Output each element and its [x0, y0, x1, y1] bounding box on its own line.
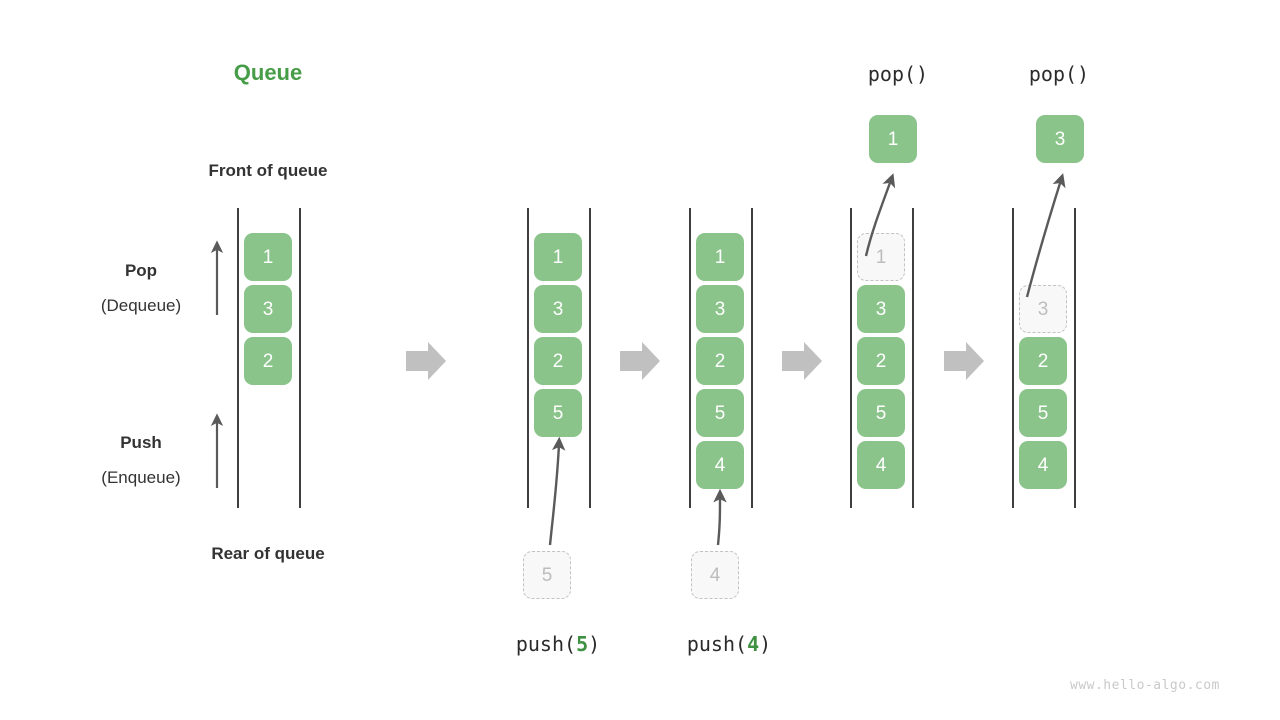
queue-cell: 2 [1019, 337, 1067, 385]
queue-cell: 4 [1019, 441, 1067, 489]
pop-operation-first: pop() [867, 62, 929, 86]
pop-operation-second: pop() [1028, 62, 1090, 86]
step-arrow-2 [620, 342, 660, 380]
queue-rail-left-col2 [527, 208, 529, 508]
queue-cell: 1 [244, 233, 292, 281]
push-5-operation-arg: 5 [576, 632, 589, 656]
queue-rail-left-col3 [689, 208, 691, 508]
push-4-arrow [713, 488, 727, 546]
queue-cell: 2 [534, 337, 582, 385]
push-4-operation: push(4) [687, 632, 771, 656]
diagram-title: Queue [233, 60, 303, 85]
queue-cell: 5 [857, 389, 905, 437]
queue-cell: 3 [244, 285, 292, 333]
vacated-slot-1: 1 [857, 233, 905, 281]
queue-cell: 4 [696, 441, 744, 489]
queue-rail-right-col3 [751, 208, 753, 508]
push-4-operation-name: push( [686, 632, 748, 656]
queue-rail-right-col4 [912, 208, 914, 508]
queue-cell: 1 [696, 233, 744, 281]
push-5-arrow [548, 436, 566, 546]
push-5-operation-tail: ) [588, 632, 601, 656]
queue-cell: 1 [534, 233, 582, 281]
step-arrow-1 [406, 342, 446, 380]
enqueue-label: (Enqueue) [101, 468, 181, 487]
queue-rail-right-col2 [589, 208, 591, 508]
queue-cell: 4 [857, 441, 905, 489]
queue-cell: 3 [696, 285, 744, 333]
push-label: Push [120, 433, 162, 452]
queue-cell: 3 [857, 285, 905, 333]
push-5-operation-name: push( [515, 632, 577, 656]
queue-cell: 5 [534, 389, 582, 437]
rear-of-queue-label: Rear of queue [211, 544, 325, 563]
queue-cell: 2 [244, 337, 292, 385]
popped-element-1: 1 [869, 115, 917, 163]
push-4-operation-tail: ) [759, 632, 772, 656]
incoming-element-4: 4 [691, 551, 739, 599]
push-4-operation-arg: 4 [747, 632, 760, 656]
popped-element-3: 3 [1036, 115, 1084, 163]
queue-cell: 5 [696, 389, 744, 437]
incoming-element-5: 5 [523, 551, 571, 599]
queue-cell: 3 [534, 285, 582, 333]
push-5-operation: push(5) [516, 632, 600, 656]
queue-rail-left-col1 [237, 208, 239, 508]
step-arrow-4 [944, 342, 984, 380]
queue-cell: 5 [1019, 389, 1067, 437]
site-watermark: www.hello-algo.com [1070, 678, 1220, 693]
queue-rail-left-col4 [850, 208, 852, 508]
queue-rail-right-col1 [299, 208, 301, 508]
queue-rail-left-col5 [1012, 208, 1014, 508]
front-of-queue-label: Front of queue [208, 161, 328, 180]
queue-cell: 2 [857, 337, 905, 385]
pop-label: Pop [124, 261, 158, 280]
pop-3-arrow [1025, 173, 1066, 298]
queue-rail-right-col5 [1074, 208, 1076, 508]
step-arrow-3 [782, 342, 822, 380]
dequeue-label: (Dequeue) [100, 296, 182, 315]
queue-cell: 2 [696, 337, 744, 385]
vacated-slot-3: 3 [1019, 285, 1067, 333]
